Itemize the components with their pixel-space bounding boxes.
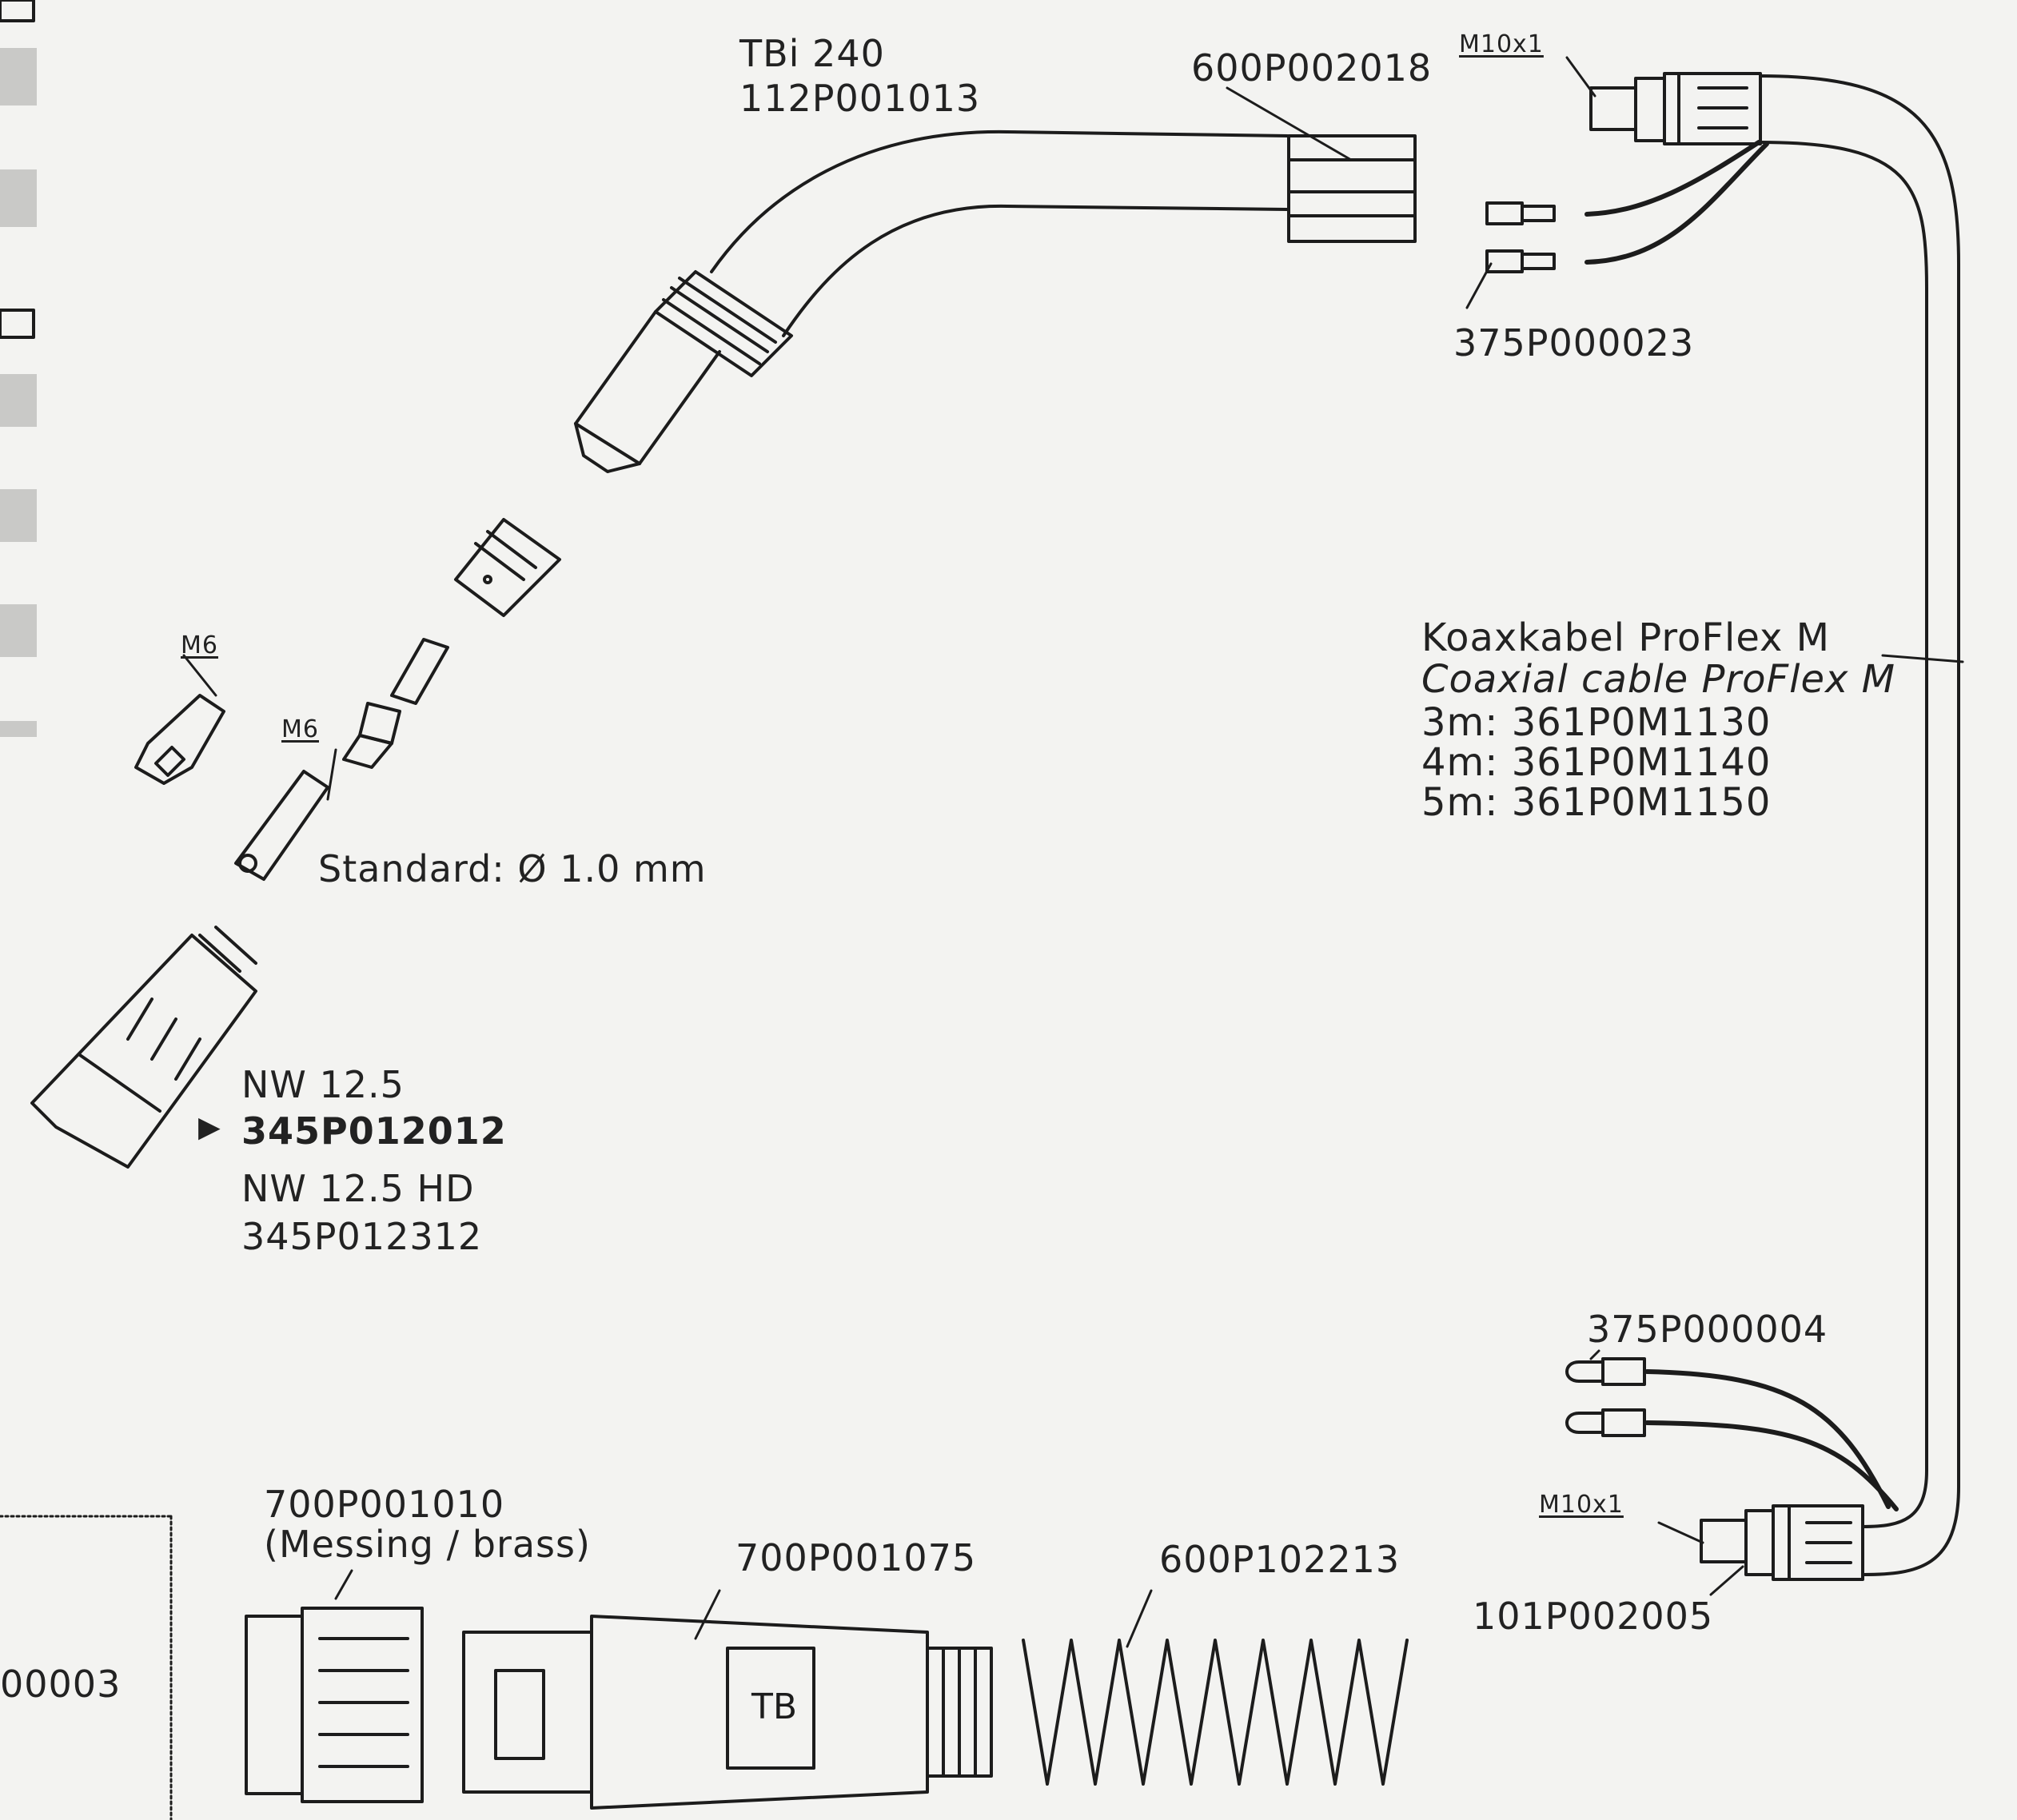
nozzle-1-part-label: 345P012012	[241, 1109, 507, 1153]
brass-nut	[245, 1569, 424, 1803]
torch-part-label: 112P001013	[739, 77, 981, 120]
connector-bottom-label: 375P000004	[1587, 1308, 1828, 1351]
torch-model-label: TBi 240	[739, 32, 885, 75]
top-fitting	[1465, 56, 1769, 309]
partial-label-left: 00003	[0, 1663, 122, 1706]
left-edge-fragments	[0, 0, 173, 1820]
nozzle-2-part-label: 345P012312	[241, 1215, 483, 1258]
cable-name-en: Coaxial cable ProFlex M	[1421, 657, 1896, 702]
thread-top-label: M10x1	[1459, 30, 1544, 58]
torch-neck	[574, 129, 1289, 473]
cable-5m-part: 5m: 361P0M1150	[1421, 780, 1772, 825]
m6-label-left: M6	[181, 631, 218, 659]
clamp-600P002018	[1226, 86, 1417, 243]
cable-name-de: Koaxkabel ProFlex M	[1421, 615, 1831, 660]
contact-tip	[234, 770, 329, 881]
svg-text:TB: TB	[751, 1687, 797, 1727]
m6-tip-holder	[134, 654, 225, 785]
clamp-part-label: 600P002018	[1191, 46, 1433, 90]
bottom-fitting	[1565, 1349, 1899, 1596]
cable-4m-part: 4m: 361P0M1140	[1421, 740, 1772, 785]
gas-diffuser	[454, 518, 561, 617]
nozzle-1-label: NW 12.5	[241, 1063, 405, 1106]
handle-label: 700P001075	[735, 1536, 977, 1579]
spring-label: 600P102213	[1159, 1538, 1401, 1581]
gas-nozzle	[30, 926, 257, 1169]
tip-adapter	[326, 638, 449, 801]
nut-bottom-label: 101P002005	[1473, 1595, 1714, 1638]
spring	[1022, 1589, 1409, 1786]
standard-tip-label: Standard: Ø 1.0 mm	[318, 847, 707, 890]
coaxial-cable	[1759, 74, 1964, 1576]
thread-bottom-label: M10x1	[1539, 1491, 1624, 1519]
connector-top-label: 375P000023	[1453, 321, 1695, 364]
handle: TB	[462, 1589, 993, 1810]
brass-nut-label: 700P001010	[264, 1483, 505, 1526]
brass-nut-note: (Messing / brass)	[264, 1523, 591, 1566]
cable-3m-part: 3m: 361P0M1130	[1421, 700, 1772, 745]
arrow-marker: ▶	[198, 1111, 221, 1144]
nozzle-2-label: NW 12.5 HD	[241, 1167, 475, 1210]
m6-label-right: M6	[281, 715, 319, 743]
